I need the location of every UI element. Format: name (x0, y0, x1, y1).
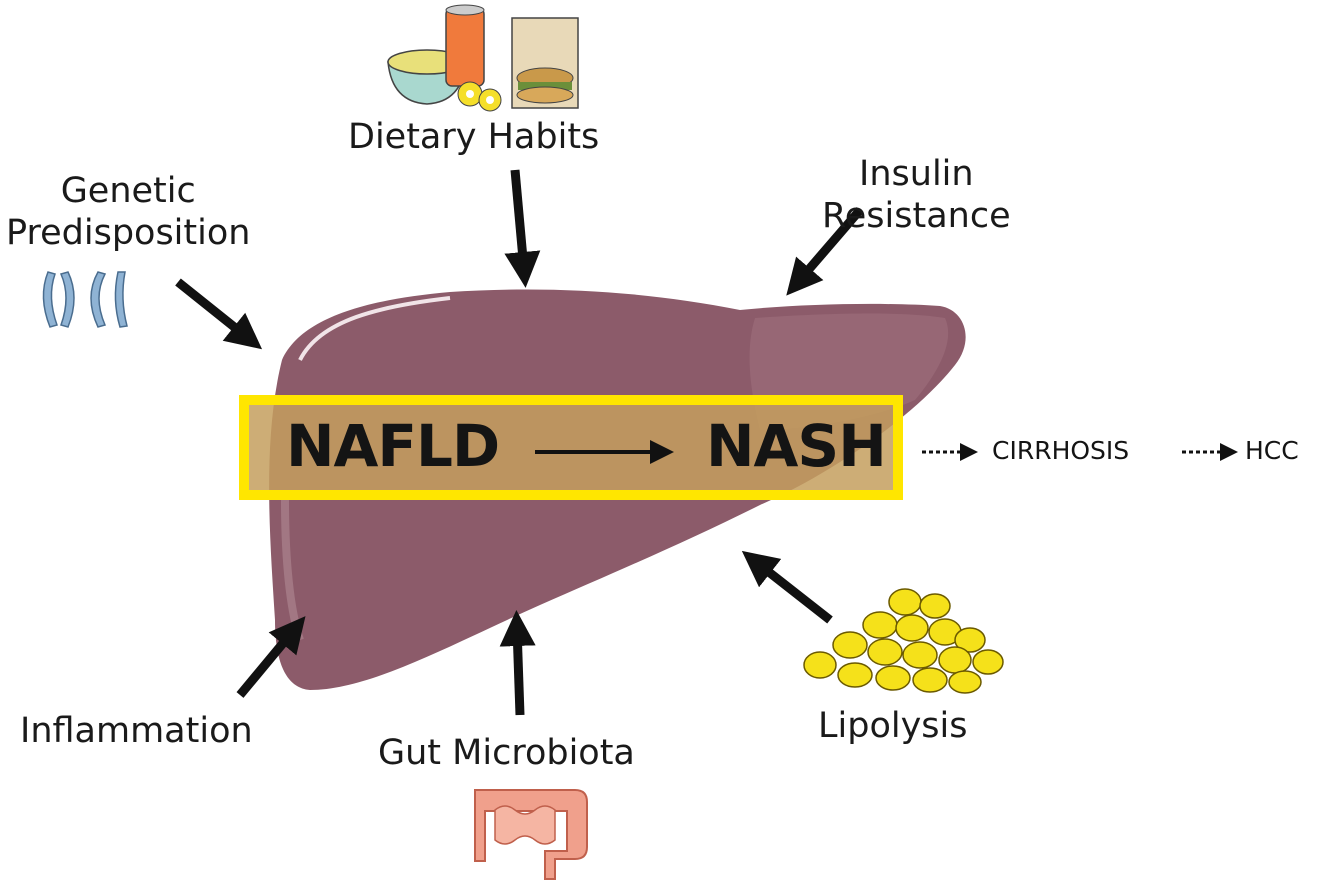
stage-cirrhosis: CIRRHOSIS (992, 436, 1130, 465)
gut-arrow (499, 610, 536, 716)
dietary-arrow (504, 169, 541, 288)
lipolysis-arrow (741, 550, 833, 624)
label-genetic-predisposition: Genetic Predisposition (6, 170, 250, 254)
label-genetic-line1: Genetic (60, 171, 196, 211)
label-inflammation: Inflammation (20, 711, 253, 751)
label-lipolysis: Lipolysis (818, 706, 968, 746)
intestine-icon (474, 789, 588, 880)
label-insulin-line1: Insulin (859, 154, 974, 194)
label-insulin-line2: Resistance (822, 196, 1011, 236)
label-genetic-line2: Predisposition (6, 213, 251, 253)
stage-hcc: HCC (1245, 436, 1299, 465)
stage-nafld: NAFLD (286, 412, 500, 480)
insulin-arrow (786, 207, 864, 296)
junk-food-icon (387, 4, 579, 112)
label-insulin-resistance: Insulin Resistance (822, 153, 1011, 237)
progression-box-border (239, 395, 903, 500)
genetic-arrow (175, 278, 263, 350)
stage-nash: NASH (706, 412, 887, 480)
label-dietary-habits: Dietary Habits (348, 117, 600, 157)
progression-box-fill (244, 400, 898, 495)
fat-cells-icon (803, 588, 1004, 694)
chromosome-icon (42, 271, 128, 328)
label-gut-microbiota: Gut Microbiota (378, 733, 635, 773)
inflammation-arrow (236, 616, 306, 698)
